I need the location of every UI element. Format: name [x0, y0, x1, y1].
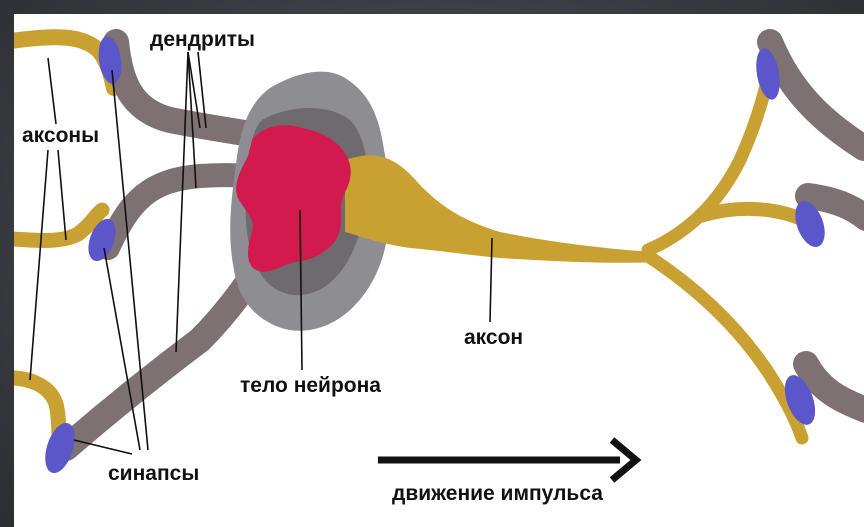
label-axons: аксоны — [22, 124, 99, 147]
axon-hillock — [345, 155, 655, 262]
axon-branch-bottom — [648, 256, 802, 438]
target-dendrite-top — [770, 42, 864, 148]
incoming-axon-top — [0, 37, 114, 88]
incoming-axon-middle — [0, 210, 102, 241]
label-dendrites: дендриты — [150, 28, 255, 51]
axon-branch-top — [648, 58, 772, 250]
label-synapses: синапсы — [108, 462, 199, 485]
label-impulse-direction: движение импульса — [392, 482, 603, 505]
axon-branch-middle — [700, 209, 808, 222]
label-axon: аксон — [464, 326, 523, 349]
target-dendrite-bottom — [806, 364, 864, 410]
label-neuron-body: тело нейрона — [240, 374, 381, 397]
